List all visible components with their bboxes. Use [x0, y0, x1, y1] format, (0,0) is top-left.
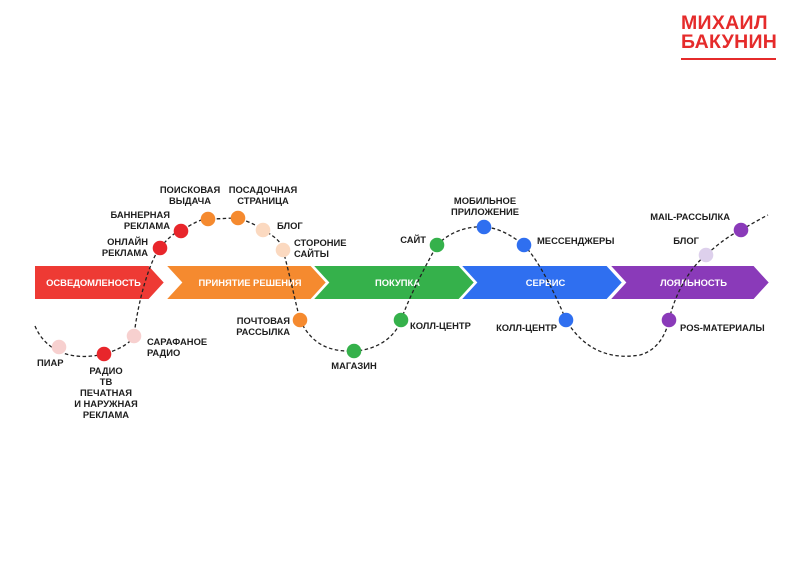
touchpoint-label-site: САЙТ — [400, 234, 426, 245]
touchpoint-label-piar: ПИАР — [37, 357, 64, 368]
stage-label: ПРИНЯТИЕ РЕШЕНИЯ — [199, 277, 302, 288]
touchpoint-marker-radio — [96, 346, 112, 362]
touchpoint-label-mailing: MAIL-РАССЫЛКА — [650, 211, 730, 222]
touchpoint-marker-third — [275, 242, 291, 258]
stage-label: ОСВЕДОМЛЕНОСТЬ — [46, 277, 141, 288]
touchpoint-marker-mailing — [733, 222, 749, 238]
touchpoint-markers — [51, 210, 749, 362]
stage-1: ОСВЕДОМЛЕНОСТЬ — [33, 264, 167, 301]
touchpoint-marker-online — [152, 240, 168, 256]
touchpoint-marker-call2 — [558, 312, 574, 328]
touchpoint-marker-search — [200, 211, 216, 227]
touchpoint-marker-call1 — [393, 312, 409, 328]
touchpoint-marker-mail — [292, 312, 308, 328]
touchpoint-marker-shop — [346, 343, 362, 359]
touchpoint-marker-landing — [230, 210, 246, 226]
touchpoint-label-call2: КОЛЛ-ЦЕНТР — [496, 322, 557, 333]
touchpoint-label-messengers: МЕССЕНДЖЕРЫ — [537, 235, 614, 246]
touchpoint-marker-blog2 — [698, 247, 714, 263]
brand-name-line1: МИХАИЛ — [681, 12, 768, 34]
stage-label: ПОКУПКА — [375, 277, 420, 288]
touchpoint-marker-sarafan — [126, 328, 142, 344]
touchpoint-marker-blog1 — [255, 222, 271, 238]
stage-arrow-shape — [33, 264, 167, 301]
brand-logo: МИХАИЛ БАКУНИН — [681, 12, 778, 60]
brand-underline — [681, 58, 776, 60]
touchpoint-label-pos: POS-МАТЕРИАЛЫ — [680, 322, 765, 333]
touchpoint-label-shop: МАГАЗИН — [331, 360, 377, 371]
touchpoint-marker-site — [429, 237, 445, 253]
brand-name-line2: БАКУНИН — [681, 31, 778, 53]
touchpoint-marker-piar — [51, 339, 67, 355]
touchpoint-label-call1: КОЛЛ-ЦЕНТР — [410, 320, 471, 331]
stage-arrow-shape — [606, 264, 772, 301]
stage-label: ЛОЯЛЬНОСТЬ — [660, 277, 727, 288]
stage-arrows: ЛОЯЛЬНОСТЬ СЕРВИС ПОКУПКА ПРИНЯТИЕ РЕШЕНИЯ О… — [33, 264, 772, 301]
touchpoint-marker-mobile — [476, 219, 492, 235]
touchpoint-label-blog1: БЛОГ — [277, 220, 303, 231]
stage-2: ПРИНЯТИЕ РЕШЕНИЯ — [162, 264, 329, 301]
touchpoint-marker-pos — [661, 312, 677, 328]
touchpoint-marker-banner — [173, 223, 189, 239]
stage-label: СЕРВИС — [526, 277, 566, 288]
touchpoint-label-blog2: БЛОГ — [673, 235, 699, 246]
stage-3: ПОКУПКА — [309, 264, 477, 301]
touchpoint-marker-messengers — [516, 237, 532, 253]
stage-arrow-shape — [162, 264, 329, 301]
stage-5: ЛОЯЛЬНОСТЬ — [606, 264, 772, 301]
